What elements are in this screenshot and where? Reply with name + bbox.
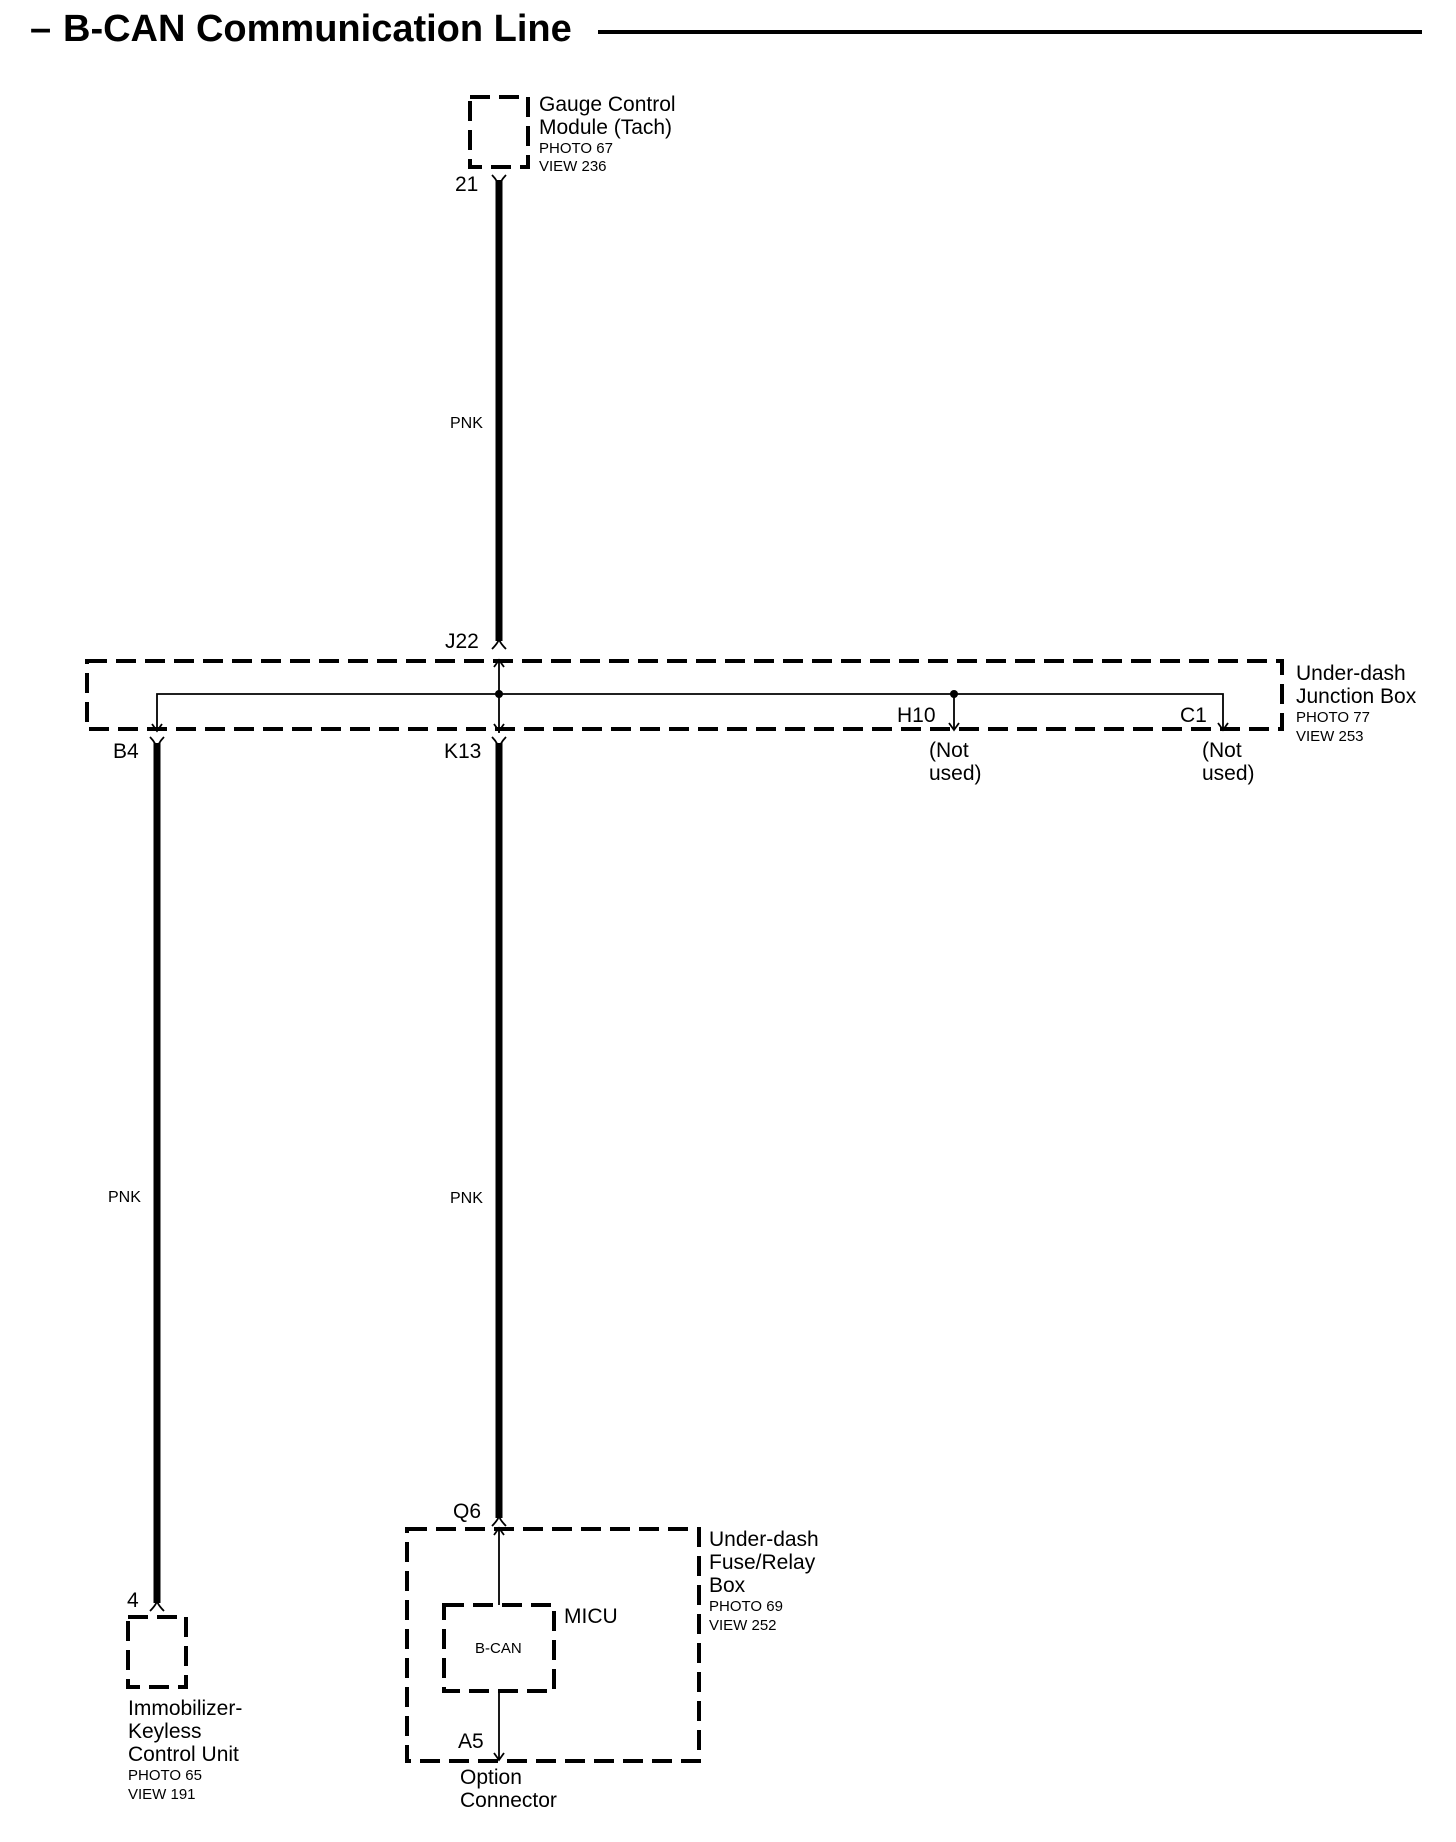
arrow-b4-internal [151,723,163,733]
not-used-c1-2: used) [1202,762,1255,785]
immobilizer-view: VIEW 191 [128,1786,196,1803]
not-used-h10-1: (Not [929,739,969,762]
gauge-view: VIEW 236 [539,158,607,175]
junction-photo: PHOTO 77 [1296,709,1370,726]
wire-label-left: PNK [108,1189,141,1206]
immobilizer-photo: PHOTO 65 [128,1767,202,1784]
wire-label-mid: PNK [450,1190,483,1207]
pin-c1: C1 [1180,704,1207,727]
arrow-j22-internal [493,658,505,668]
arrow-a5 [493,1752,505,1762]
pin-immobilizer-4: 4 [127,1589,139,1612]
pin-a5: A5 [458,1730,484,1753]
fuse-photo: PHOTO 69 [709,1598,783,1615]
wire-label-top: PNK [450,415,483,432]
fuse-view: VIEW 252 [709,1617,777,1634]
internal-bus-line [156,693,1224,730]
pin-q6: Q6 [453,1500,481,1523]
immobilizer-label-3: Control Unit [128,1743,239,1766]
arrow-k13-internal [493,723,505,733]
not-used-c1-1: (Not [1202,739,1242,762]
under-dash-fuse-relay-box [405,1527,701,1763]
pin-h10: H10 [897,704,936,727]
connector-q6 [491,1514,507,1527]
arrow-q6-internal [493,1526,505,1536]
not-used-h10-2: used) [929,762,982,785]
connector-immobilizer-4 [149,1599,165,1612]
connector-j22 [491,637,507,650]
arrow-c1 [1217,722,1229,732]
immobilizer-keyless-control-unit-box [126,1615,188,1689]
pin-j22: J22 [445,630,479,653]
gauge-label-2: Module (Tach) [539,116,672,139]
immobilizer-label-1: Immobilizer- [128,1697,242,1720]
page-title: B-CAN Communication Line [63,8,572,50]
pin-gauge-21: 21 [455,173,478,196]
option-label-2: Connector [460,1789,557,1812]
junction-view: VIEW 253 [1296,728,1364,745]
fuse-label-1: Under-dash [709,1528,819,1551]
fuse-label-2: Fuse/Relay [709,1551,816,1574]
title-prefix: – [30,8,51,50]
micu-label: MICU [564,1605,618,1628]
pin-k13: K13 [444,740,481,763]
gauge-photo: PHOTO 67 [539,140,613,157]
junction-label-2: Junction Box [1296,685,1417,708]
micu-b-can: B-CAN [475,1640,522,1657]
pin-b4: B4 [113,740,139,763]
splice-center [495,690,503,698]
arrow-h10 [948,722,960,732]
option-label-1: Option [460,1766,522,1789]
gauge-control-module-box [468,95,530,169]
fuse-label-3: Box [709,1574,746,1597]
under-dash-junction-box [85,659,1284,731]
junction-label-1: Under-dash [1296,662,1406,685]
splice-h10 [950,690,958,698]
immobilizer-label-2: Keyless [128,1720,202,1743]
gauge-label-1: Gauge Control [539,93,676,116]
